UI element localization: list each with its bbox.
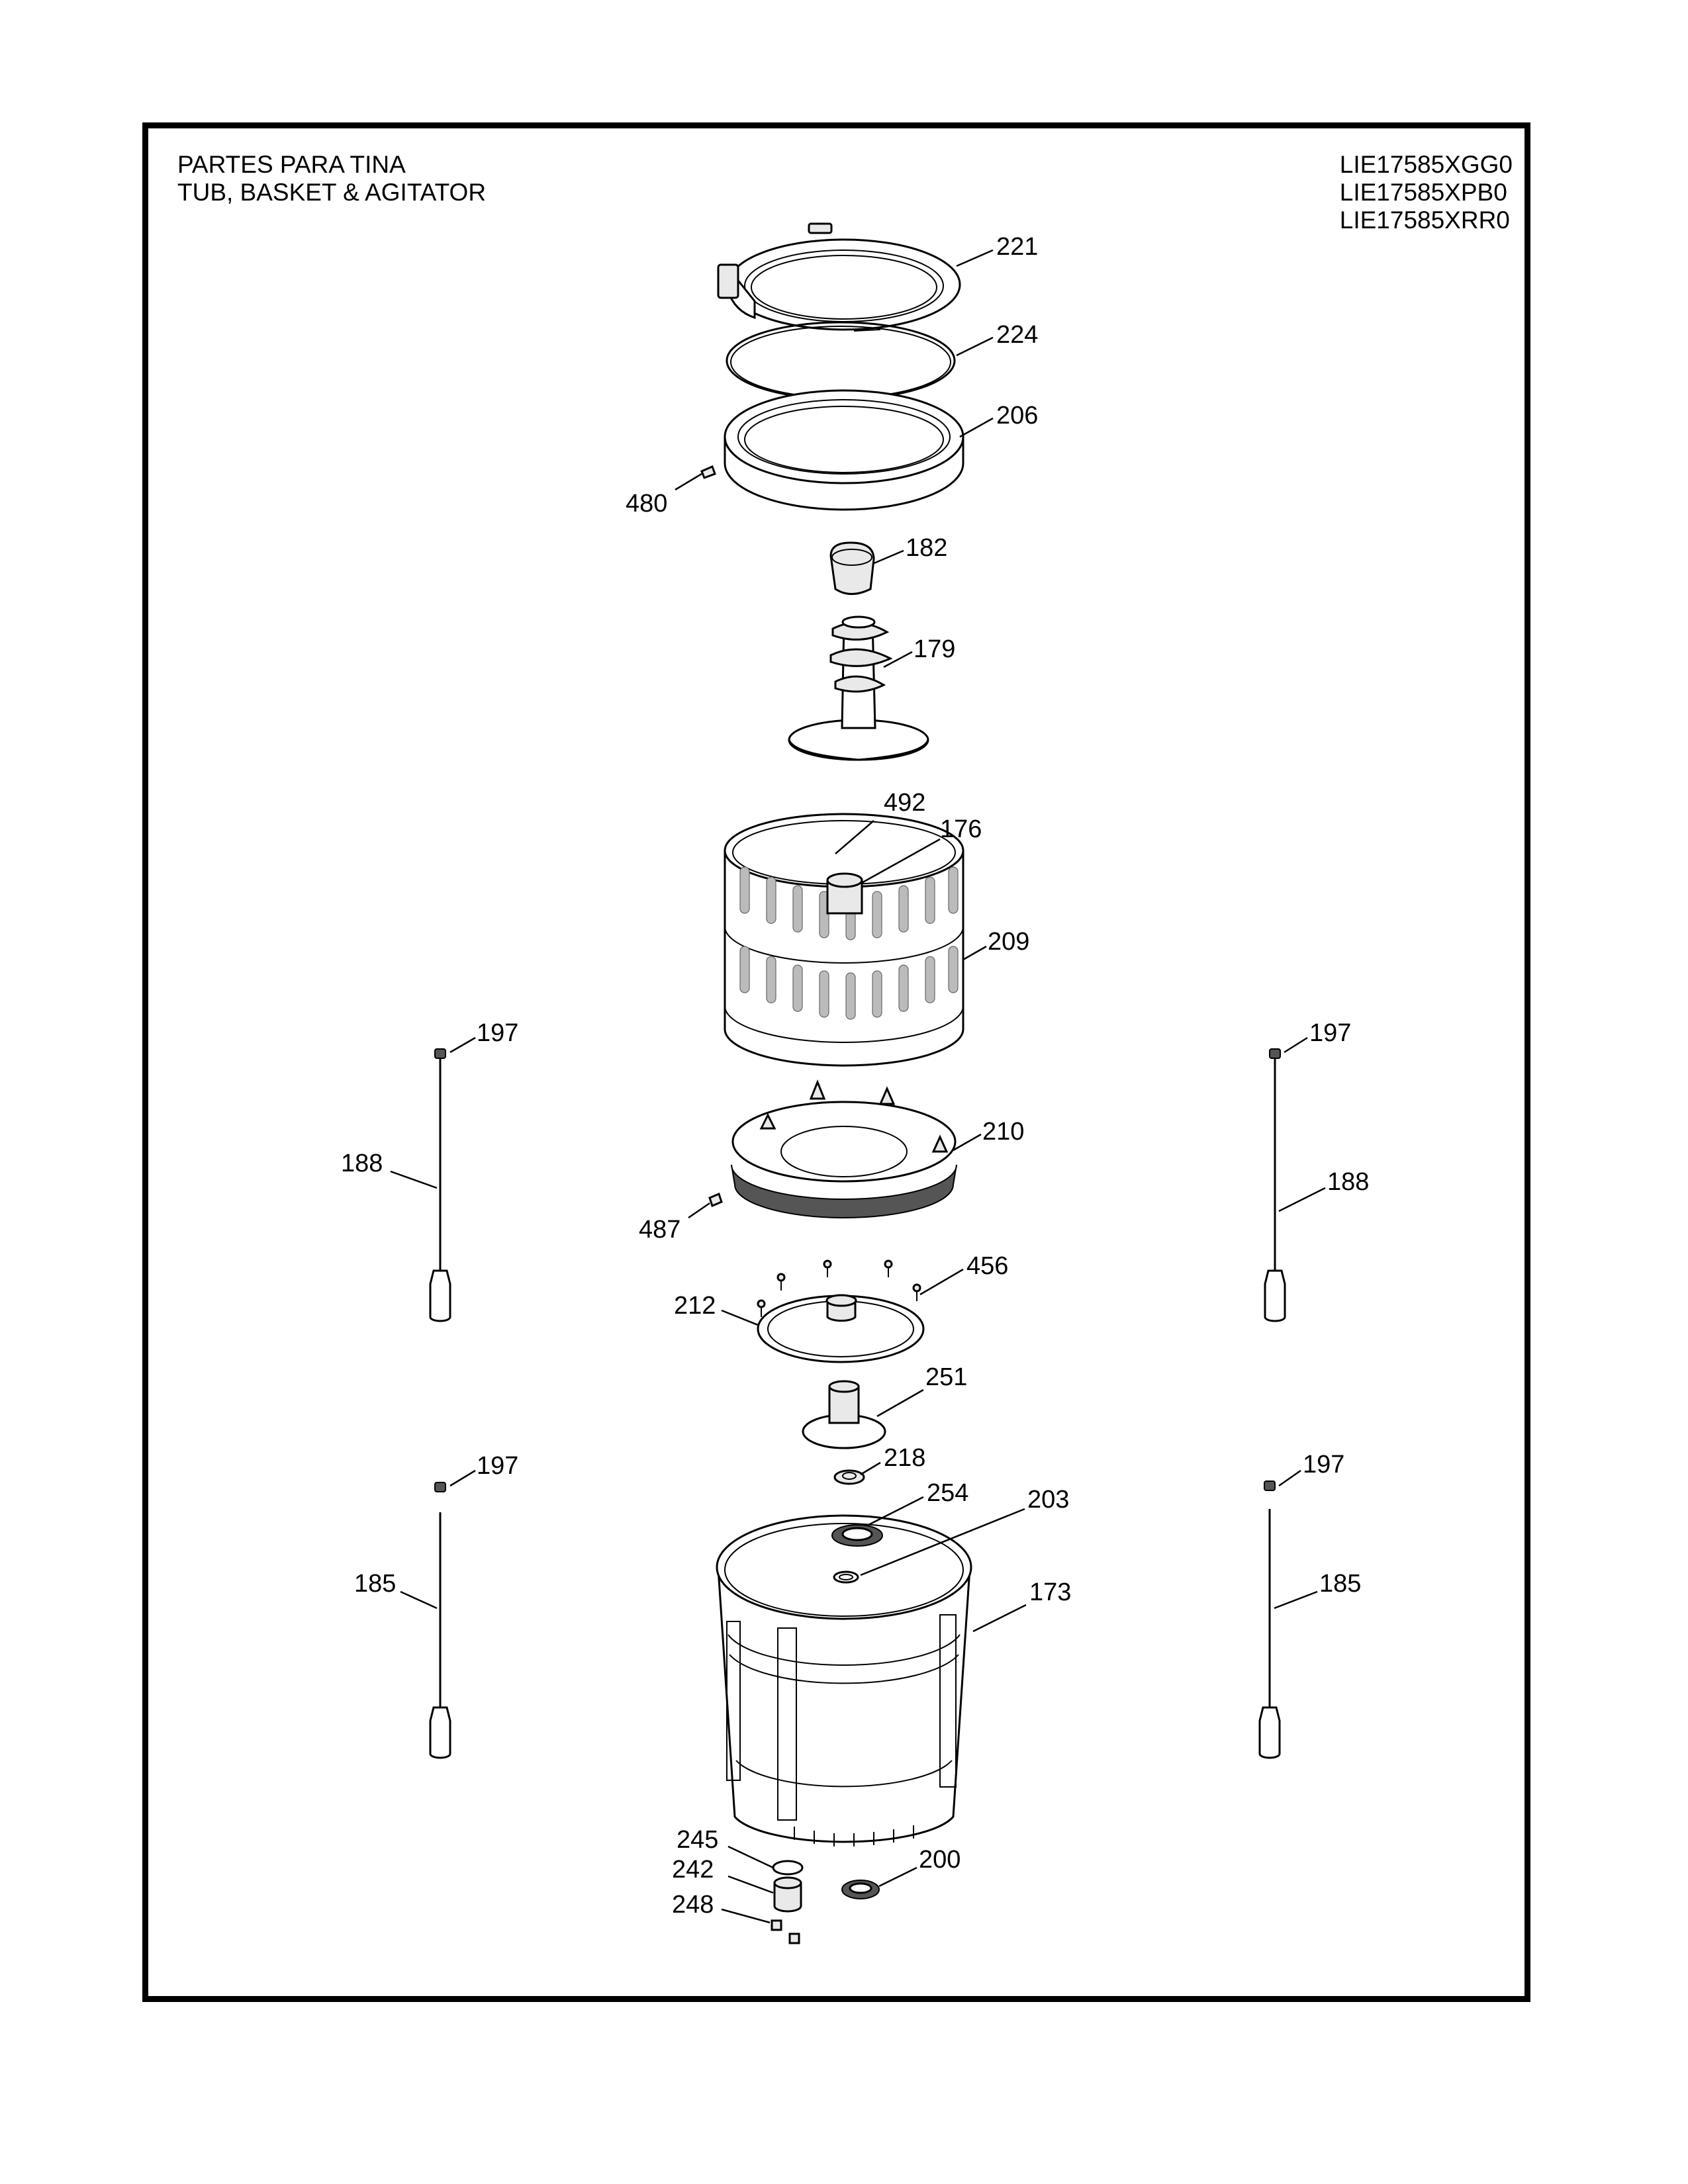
basket-slot xyxy=(872,891,882,938)
drive-hub: 251 xyxy=(802,1363,967,1449)
callout-254: 254 xyxy=(927,1479,968,1507)
basket-slot xyxy=(898,964,909,1012)
basket-flange: 212 xyxy=(674,1292,925,1363)
callout-182: 182 xyxy=(906,534,947,562)
flange-screws: 456 xyxy=(757,1252,1008,1317)
base-screw: 487 xyxy=(639,1192,723,1244)
basket-slot xyxy=(819,970,829,1018)
callout-492: 492 xyxy=(884,789,925,817)
basket-slot xyxy=(925,956,935,1003)
suspension-rod-bottom-right: 197 185 xyxy=(1258,1451,1361,1759)
basket-slot xyxy=(739,866,750,914)
basket-slot xyxy=(872,970,882,1018)
callout-242: 242 xyxy=(672,1856,714,1884)
basket-slot xyxy=(766,956,776,1003)
callout-206: 206 xyxy=(996,402,1038,430)
basket-slot xyxy=(845,972,856,1020)
basket-slot xyxy=(766,876,776,924)
callout-456: 456 xyxy=(966,1252,1008,1280)
model-number: LIE17585XPB0 xyxy=(1339,179,1507,206)
callout-212: 212 xyxy=(674,1292,716,1320)
callout-248: 248 xyxy=(672,1891,714,1919)
basket-slot xyxy=(792,964,803,1012)
model-number: LIE17585XRR0 xyxy=(1339,206,1510,234)
callout-221: 221 xyxy=(996,233,1038,261)
basket-perforations xyxy=(739,866,959,1020)
suspension-rod-top-left: 197 188 xyxy=(341,1019,518,1322)
basket-slot xyxy=(898,885,909,933)
basket-slot xyxy=(792,885,803,933)
suspension-rod-top-right: 197 188 xyxy=(1264,1019,1369,1322)
callout-200: 200 xyxy=(919,1846,961,1874)
tub-cover-ring: 221 xyxy=(717,222,1038,332)
callout-218: 218 xyxy=(884,1444,925,1472)
callout-197: 197 xyxy=(1303,1451,1344,1479)
drain-seal-parts: 245 242 248 xyxy=(672,1826,804,1944)
callout-185: 185 xyxy=(354,1570,396,1598)
basket-slot xyxy=(948,946,959,993)
outer-tub: 254 203 173 xyxy=(716,1479,1071,1846)
basket-slot xyxy=(948,866,959,914)
diagram-border xyxy=(142,122,1530,2002)
title-english: TUB, BASKET & AGITATOR xyxy=(177,179,487,206)
callout-245: 245 xyxy=(677,1826,718,1854)
tub-cover-gasket: 224 xyxy=(726,321,1038,400)
pump-gasket: 200 xyxy=(841,1846,961,1899)
agitator: 179 xyxy=(788,615,955,761)
callout-179: 179 xyxy=(914,635,955,663)
callout-487: 487 xyxy=(639,1216,680,1244)
callout-210: 210 xyxy=(982,1118,1024,1146)
wash-basket: 492 176 209 xyxy=(724,789,1029,1067)
callout-203: 203 xyxy=(1027,1486,1069,1514)
callout-188: 188 xyxy=(341,1150,383,1177)
callout-185: 185 xyxy=(1319,1570,1361,1598)
callout-209: 209 xyxy=(988,928,1029,956)
callout-188: 188 xyxy=(1327,1168,1369,1196)
basket-slot xyxy=(739,946,750,993)
title-spanish: PARTES PARA TINA xyxy=(177,151,406,178)
basket-base: 210 xyxy=(731,1079,1024,1218)
callout-224: 224 xyxy=(996,321,1038,349)
callout-197: 197 xyxy=(477,1452,518,1480)
callout-251: 251 xyxy=(925,1363,967,1391)
callout-197: 197 xyxy=(477,1019,518,1047)
callout-480: 480 xyxy=(626,490,667,518)
callout-173: 173 xyxy=(1029,1578,1071,1606)
balance-ring: 206 xyxy=(724,389,1038,511)
callout-197: 197 xyxy=(1309,1019,1351,1047)
ring-screw: 480 xyxy=(626,465,716,518)
agitator-cap: 182 xyxy=(829,534,947,595)
callout-176: 176 xyxy=(940,815,982,843)
basket-slot xyxy=(925,876,935,924)
model-number: LIE17585XGG0 xyxy=(1339,151,1513,178)
hub-nut: 218 xyxy=(833,1444,925,1485)
suspension-rod-bottom-left: 197 185 xyxy=(354,1452,518,1759)
